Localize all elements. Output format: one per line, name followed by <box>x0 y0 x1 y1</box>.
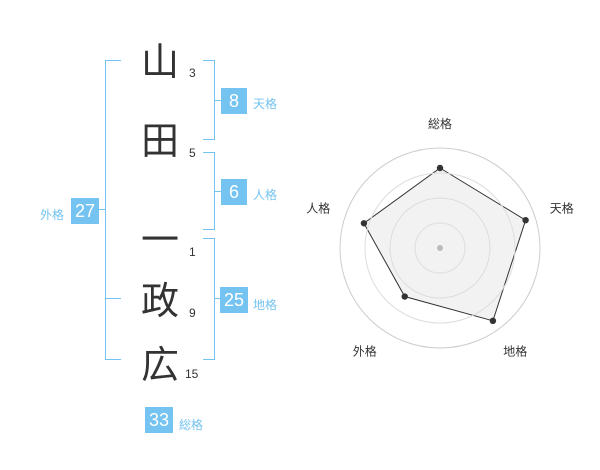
tenkaku-label: 天格 <box>253 97 278 111</box>
name-char-3: 一 <box>141 218 180 262</box>
radar-axis-label-1: 総格 <box>428 116 452 131</box>
chikaku-label: 地格 <box>253 298 278 312</box>
radar-axis-label-3: 地格 <box>503 344 527 359</box>
jinkaku-bracket <box>203 152 215 230</box>
soukaku-value: 33 <box>145 407 173 433</box>
name-char-4: 政 <box>141 279 180 323</box>
name-char-1: 山 <box>141 40 180 84</box>
radar-axis-label-2: 天格 <box>550 200 574 215</box>
chikaku-value: 25 <box>220 287 248 313</box>
stroke-count-5: 15 <box>185 367 199 381</box>
chikaku-tick <box>215 298 221 299</box>
radar-axis-label-5: 人格 <box>306 200 330 215</box>
gaikaku-label: 外格 <box>40 208 65 222</box>
tenkaku-value: 8 <box>221 88 247 114</box>
jinkaku-tick <box>215 191 221 192</box>
radar-point-3 <box>489 317 497 325</box>
name-char-5: 広 <box>141 343 180 387</box>
tenkaku-tick <box>215 100 221 101</box>
name-char-2: 田 <box>141 119 180 163</box>
tenkaku-bracket <box>203 60 215 140</box>
soukaku-label: 総格 <box>179 418 204 432</box>
gaikaku-value: 27 <box>71 198 99 224</box>
radar-inner-ring-1 <box>414 222 466 274</box>
stroke-count-1: 3 <box>189 66 196 80</box>
gaikaku-bracket <box>105 60 121 360</box>
radar-inner-ring-3 <box>364 172 516 324</box>
jinkaku-label: 人格 <box>253 188 278 202</box>
radar-axis-label-4: 外格 <box>353 344 377 359</box>
chikaku-bracket <box>203 238 215 360</box>
stroke-count-2: 5 <box>189 146 196 160</box>
radar-point-2 <box>522 216 529 224</box>
radar-point-4 <box>401 293 408 300</box>
radar-point-1 <box>436 164 444 172</box>
gaikaku-tick-lower <box>105 298 121 299</box>
radar-center-dot <box>437 245 443 251</box>
radar-point-5 <box>360 220 368 227</box>
jinkaku-value: 6 <box>221 179 247 205</box>
stroke-count-4: 9 <box>189 306 196 320</box>
radar-points <box>360 164 529 325</box>
radar-inner-ring-2 <box>389 197 491 299</box>
stroke-count-3: 1 <box>189 245 196 259</box>
